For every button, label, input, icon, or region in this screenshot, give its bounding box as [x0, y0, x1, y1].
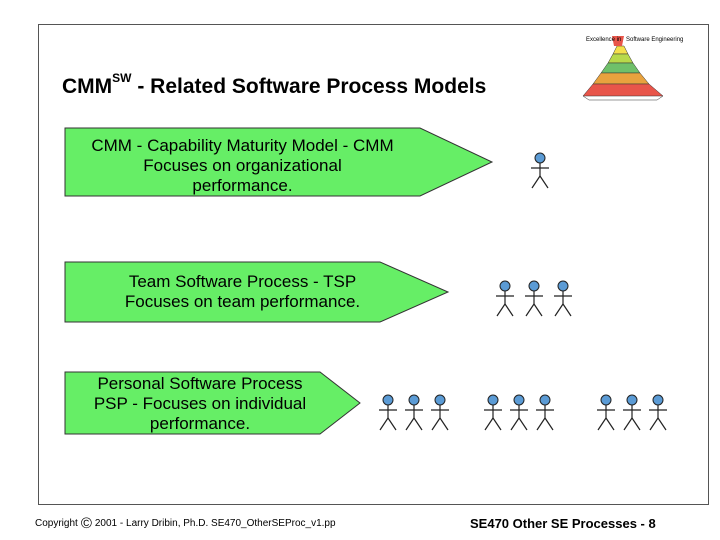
- slide-title: CMMSW - Related Software Process Models: [62, 71, 487, 99]
- person-icon: [531, 152, 549, 189]
- tsp-arrow-shape: [64, 261, 450, 323]
- person-icon: [554, 280, 572, 317]
- cmm-line-2: Focuses on organizational: [143, 156, 342, 175]
- person-icon: [525, 280, 543, 317]
- copyright-text: 2001 - Larry Dribin, Ph.D. SE470_OtherSE…: [94, 518, 336, 529]
- psp-line-2: PSP - Focuses on individual: [93, 394, 307, 413]
- footer-course-page: SE470 Other SE Processes - 8: [470, 516, 656, 531]
- footer-copyright: Copyright©2001 - Larry Dribin, Ph.D. SE4…: [35, 515, 336, 532]
- slide-frame: [38, 24, 709, 505]
- title-main: CMM: [62, 75, 113, 98]
- title-rest: - Related Software Process Models: [131, 75, 487, 98]
- psp-line-1: Personal Software Process: [97, 374, 303, 393]
- psp-line-3: performance.: [149, 414, 251, 433]
- person-icon: [379, 394, 397, 431]
- psp-arrow-shape: [64, 371, 361, 435]
- psp-arrow-text: Personal Software Process PSP - Focuses …: [65, 374, 335, 434]
- cmm-arrow-shape: [64, 127, 494, 197]
- person-icon: [623, 394, 641, 431]
- person-icon: [431, 394, 449, 431]
- cmm-arrow-text: CMM - Capability Maturity Model - CMM Fo…: [65, 136, 420, 196]
- person-icon: [510, 394, 528, 431]
- copyright-symbol: ©: [80, 515, 92, 532]
- person-icon: [597, 394, 615, 431]
- tsp-arrow-text: Team Software Process - TSP Focuses on t…: [65, 272, 420, 312]
- logo-right-text: Software Engineering: [626, 37, 684, 43]
- person-icon: [484, 394, 502, 431]
- person-icon: [496, 280, 514, 317]
- logo-left-text: Excellence in: [586, 37, 622, 43]
- cmm-line-3: performance.: [192, 176, 293, 195]
- cmm-line-1: CMM - Capability Maturity Model - CMM: [91, 136, 394, 155]
- cmm-pyramid-logo: [582, 36, 664, 101]
- person-icon: [649, 394, 667, 431]
- tsp-line-2: Focuses on team performance.: [124, 292, 361, 311]
- person-icon: [405, 394, 423, 431]
- copyright-word: Copyright: [35, 518, 78, 529]
- tsp-line-1: Team Software Process - TSP: [128, 272, 357, 291]
- person-icon: [536, 394, 554, 431]
- title-superscript: SW: [112, 71, 132, 85]
